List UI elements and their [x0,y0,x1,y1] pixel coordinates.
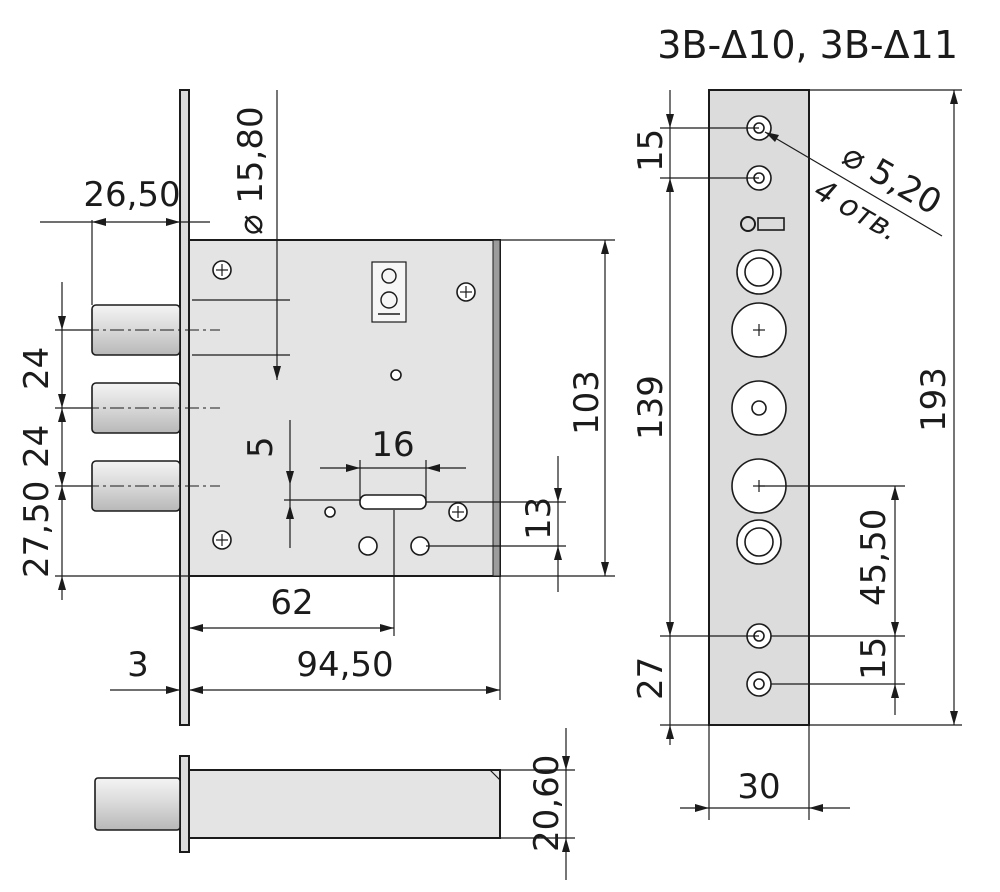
dim-cylinder-diameter: ⌀ 15,80 [231,106,271,235]
lock-front-view: 26,50 ⌀ 15,80 24 24 27,50 5 16 [17,89,615,726]
dim-strike-top-hole: 15 [631,129,671,172]
screw-top-left [212,260,232,280]
dim-strike-height: 193 [914,367,954,432]
dim-body-thickness: 20,60 [527,755,567,852]
dim-bolt-pitch-1: 24 [17,347,57,390]
dim-strike-center-offset: 45,50 [854,509,894,606]
keyhole [358,494,430,556]
strike-opening-1 [736,249,782,295]
dim-cylinder-offset: 5 [241,436,281,458]
spindle-hole [390,369,402,381]
side-faceplate [179,755,190,853]
lock-body [188,239,501,577]
screw-bottom-left [212,530,232,550]
dim-strike-holes-distance: 139 [631,375,671,440]
screw-bottom-right [448,502,468,522]
strike-opening-3 [731,380,787,436]
pin-hole [324,506,336,518]
side-body [188,769,501,839]
dim-bolt-pitch-2: 24 [17,425,57,468]
dim-backset: 62 [270,583,313,623]
lock-side-view: 20,60 [94,728,575,880]
side-bolt [94,777,181,831]
drawing-title: 3В-Δ10, 3В-Δ11 [657,23,958,67]
dim-body-height: 103 [567,370,607,435]
strike-screw-hole-4 [746,671,772,697]
strike-plate-view: ⌀ 5,20 4 отв. 15 139 27 193 45,50 15 [631,89,962,820]
brand-logo-icon [371,261,407,323]
dim-body-width: 94,50 [296,645,393,685]
strike-logo-icon [740,216,785,232]
strike-opening-2 [731,302,787,358]
dim-strike-bottom-pitch: 15 [854,637,894,680]
dim-faceplate-thickness: 3 [127,645,149,685]
strike-opening-5 [736,519,782,565]
dim-keyhole-height: 13 [519,497,559,540]
screw-top-right [456,282,476,302]
dim-strike-bottom-offset: 27 [631,657,671,700]
dim-bolt-bottom-offset: 27,50 [17,481,57,578]
dim-strike-width: 30 [737,767,780,807]
dim-bolt-projection: 26,50 [83,175,180,215]
dim-keyhole-width: 16 [371,425,414,465]
